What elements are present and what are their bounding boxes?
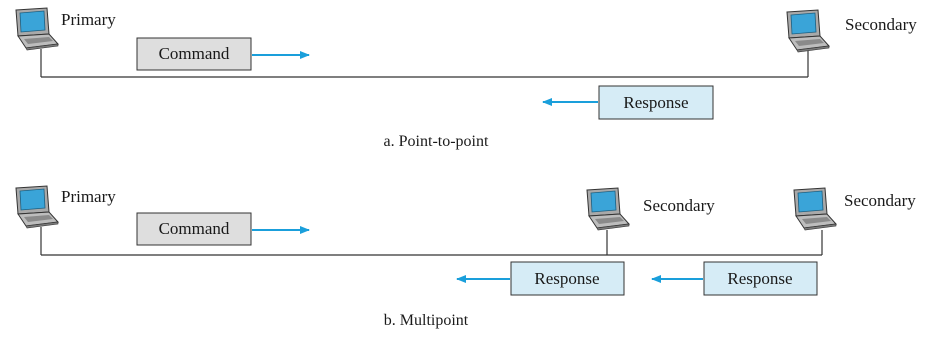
response-box	[598, 85, 714, 120]
secondary-station: Secondary	[786, 9, 917, 53]
response-box-1	[510, 261, 625, 296]
response-frame-2: Response	[651, 261, 818, 296]
command-label: Command	[159, 219, 230, 238]
response-box-2	[703, 261, 818, 296]
laptop-icon	[786, 9, 830, 53]
response-frame-1: Response	[456, 261, 625, 296]
point-to-point-diagram: Primary Secondary Command Response a. Po…	[15, 7, 917, 150]
primary-station: Primary	[15, 7, 116, 51]
response-label-1: Response	[534, 269, 599, 288]
response-label: Response	[623, 93, 688, 112]
command-frame: Command	[136, 212, 310, 246]
caption-multipoint: b. Multipoint	[384, 312, 469, 329]
laptop-icon	[15, 185, 59, 229]
command-box	[136, 37, 252, 71]
secondary-station-2: Secondary	[793, 187, 916, 231]
command-label: Command	[159, 44, 230, 63]
secondary-station-1: Secondary	[586, 187, 715, 231]
primary-label: Primary	[61, 187, 116, 206]
secondary-label: Secondary	[845, 15, 917, 34]
command-frame: Command	[136, 37, 310, 71]
laptop-icon	[586, 187, 630, 231]
laptop-icon	[15, 7, 59, 51]
laptop-icon	[793, 187, 837, 231]
response-frame: Response	[542, 85, 714, 120]
caption-point-to-point: a. Point-to-point	[384, 133, 489, 150]
multipoint-diagram: Primary Secondary Secondary Command Resp…	[15, 185, 916, 329]
command-box	[136, 212, 252, 246]
primary-station: Primary	[15, 185, 116, 229]
primary-label: Primary	[61, 10, 116, 29]
secondary-label-1: Secondary	[643, 196, 715, 215]
secondary-label-2: Secondary	[844, 191, 916, 210]
response-label-2: Response	[727, 269, 792, 288]
